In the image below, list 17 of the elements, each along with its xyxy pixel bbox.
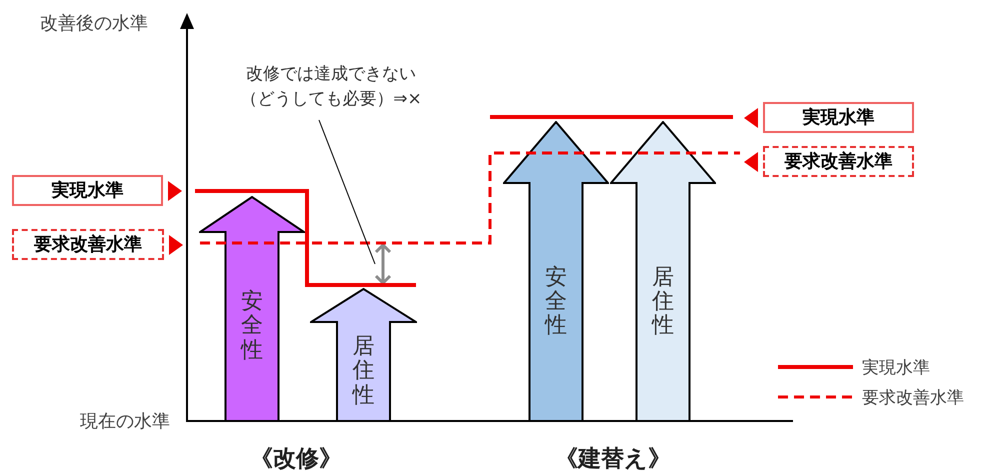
arrow-label: 安全性 [241, 290, 263, 363]
double-headed-arrow [375, 243, 391, 285]
level-tag: 要求改善水準 [12, 229, 164, 260]
arrow-label: 居住性 [352, 335, 374, 408]
axis-label: 現在の水準 [80, 410, 170, 434]
legend-label: 実現水準 [862, 357, 930, 380]
arrow-label: 居住性 [652, 266, 674, 338]
legend-label: 要求改善水準 [862, 387, 964, 410]
leader-line [318, 120, 376, 264]
level-tag: 実現水準 [12, 175, 163, 206]
level-tag: 要求改善水準 [763, 146, 914, 177]
axis-label: 改善後の水準 [40, 12, 148, 36]
level-tag: 実現水準 [763, 102, 914, 133]
annotation-text: 改修では達成できない（どうしても必要）⇒× [239, 63, 423, 111]
group-label: 《改修》 [250, 445, 342, 473]
group-label: 《建替え》 [555, 445, 671, 473]
arrow-label: 安全性 [545, 266, 567, 338]
